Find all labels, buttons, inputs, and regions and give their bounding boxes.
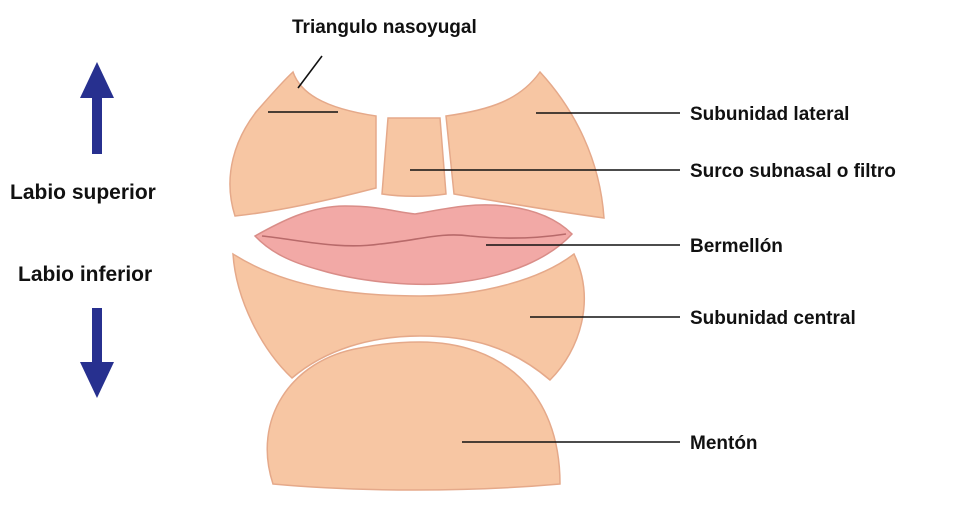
lateral-label: Subunidad lateral [690, 104, 849, 125]
lower-lip-label: Labio inferior [18, 263, 152, 286]
upper-lip-label: Labio superior [10, 181, 156, 204]
central-label: Subunidad central [690, 308, 856, 329]
philtrum-label: Surco subnasal o filtro [690, 161, 896, 182]
triangle-label: Triangulo nasoyugal [292, 17, 477, 38]
up-arrow-shaft [92, 96, 102, 154]
right-lateral-subunit [446, 72, 604, 218]
up-arrow-icon [80, 62, 114, 154]
down-arrow-head [80, 362, 114, 398]
down-arrow-shaft [92, 308, 102, 364]
up-arrow-head [80, 62, 114, 98]
chin-label: Mentón [690, 433, 758, 454]
down-arrow-icon [80, 308, 114, 398]
left-lateral-subunit [230, 72, 376, 216]
vermilion-label: Bermellón [690, 236, 783, 257]
triangle-leader-diagonal [298, 56, 322, 88]
philtrum-subunit [382, 118, 446, 196]
